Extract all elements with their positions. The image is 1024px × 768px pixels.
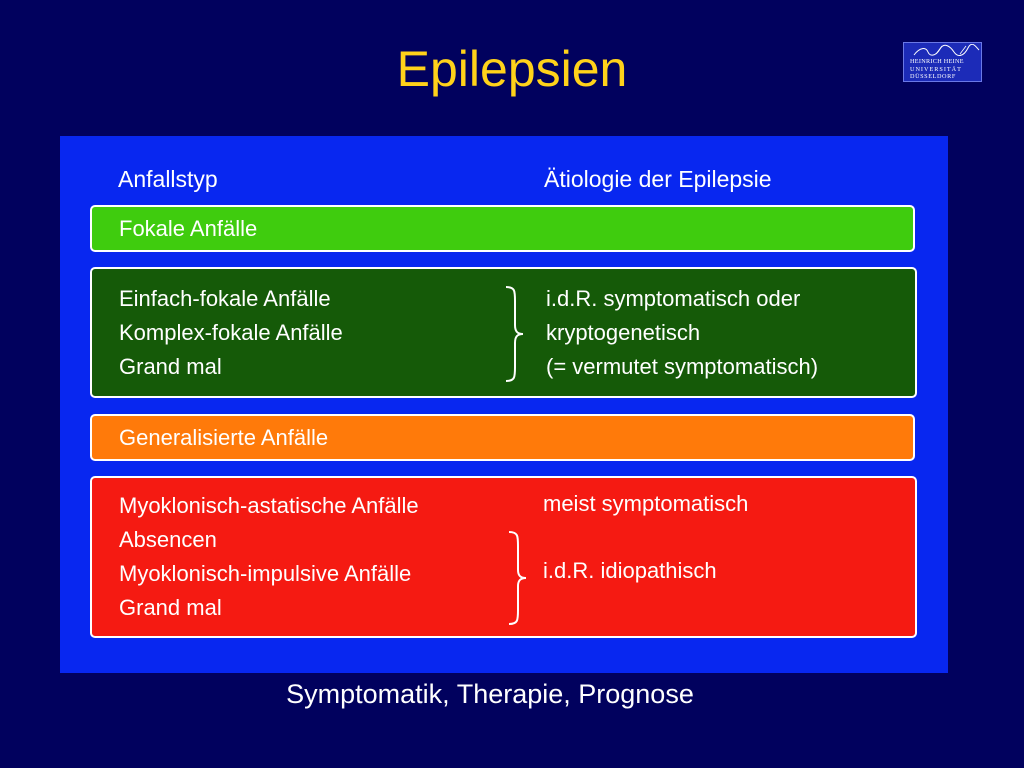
generalized-type-4: Grand mal: [119, 595, 222, 620]
focal-etiology-line-1: i.d.R. symptomatisch oder: [546, 286, 801, 311]
generalized-seizures-heading-bar: Generalisierte Anfälle: [90, 414, 915, 461]
focal-seizures-heading-bar: Fokale Anfälle: [90, 205, 915, 252]
focal-etiology: i.d.R. symptomatisch oder kryptogenetisc…: [546, 282, 818, 384]
focal-type-1: Einfach-fokale Anfälle: [119, 286, 331, 311]
focal-type-3: Grand mal: [119, 354, 222, 379]
generalized-brace: [508, 531, 527, 625]
logo-line-1: HEINRICH HEINE: [910, 58, 964, 65]
focal-seizure-list: Einfach-fokale Anfälle Komplex-fokale An…: [119, 282, 343, 384]
signature-icon: [913, 44, 980, 56]
focal-brace: [505, 286, 524, 382]
focal-etiology-line-3: (= vermutet symptomatisch): [546, 354, 819, 379]
generalized-seizures-block: Myoklonisch-astatische Anfälle Absencen …: [90, 476, 917, 638]
logo-line-2: UNIVERSITÄT: [910, 65, 962, 73]
focal-seizures-block: Einfach-fokale Anfälle Komplex-fokale An…: [90, 267, 917, 398]
epilepsy-classification-table: Anfallstyp Ätiologie der Epilepsie Fokal…: [60, 136, 948, 673]
logo-line-3: DÜSSELDORF: [910, 73, 956, 81]
slide-title: Epilepsien: [396, 41, 628, 97]
focal-etiology-line-2: kryptogenetisch: [546, 320, 701, 345]
generalized-etiology-first: meist symptomatisch: [543, 491, 749, 516]
generalized-type-3: Myoklonisch-impulsive Anfälle: [119, 561, 412, 586]
generalized-type-1: Myoklonisch-astatische Anfälle: [119, 493, 419, 518]
generalized-seizure-list: Myoklonisch-astatische Anfälle Absencen …: [119, 489, 419, 625]
focal-seizures-heading: Fokale Anfälle: [119, 216, 258, 241]
header-etiology: Ätiologie der Epilepsie: [544, 166, 772, 192]
generalized-etiology-group: i.d.R. idiopathisch: [543, 558, 717, 583]
generalized-type-2: Absencen: [119, 527, 217, 552]
header-seizure-type: Anfallstyp: [118, 166, 218, 192]
generalized-seizures-heading: Generalisierte Anfälle: [119, 425, 329, 450]
university-logo: HEINRICH HEINE UNIVERSITÄT DÜSSELDORF: [903, 42, 982, 82]
slide-subtitle: Symptomatik, Therapie, Prognose: [286, 679, 694, 709]
focal-type-2: Komplex-fokale Anfälle: [119, 320, 343, 345]
